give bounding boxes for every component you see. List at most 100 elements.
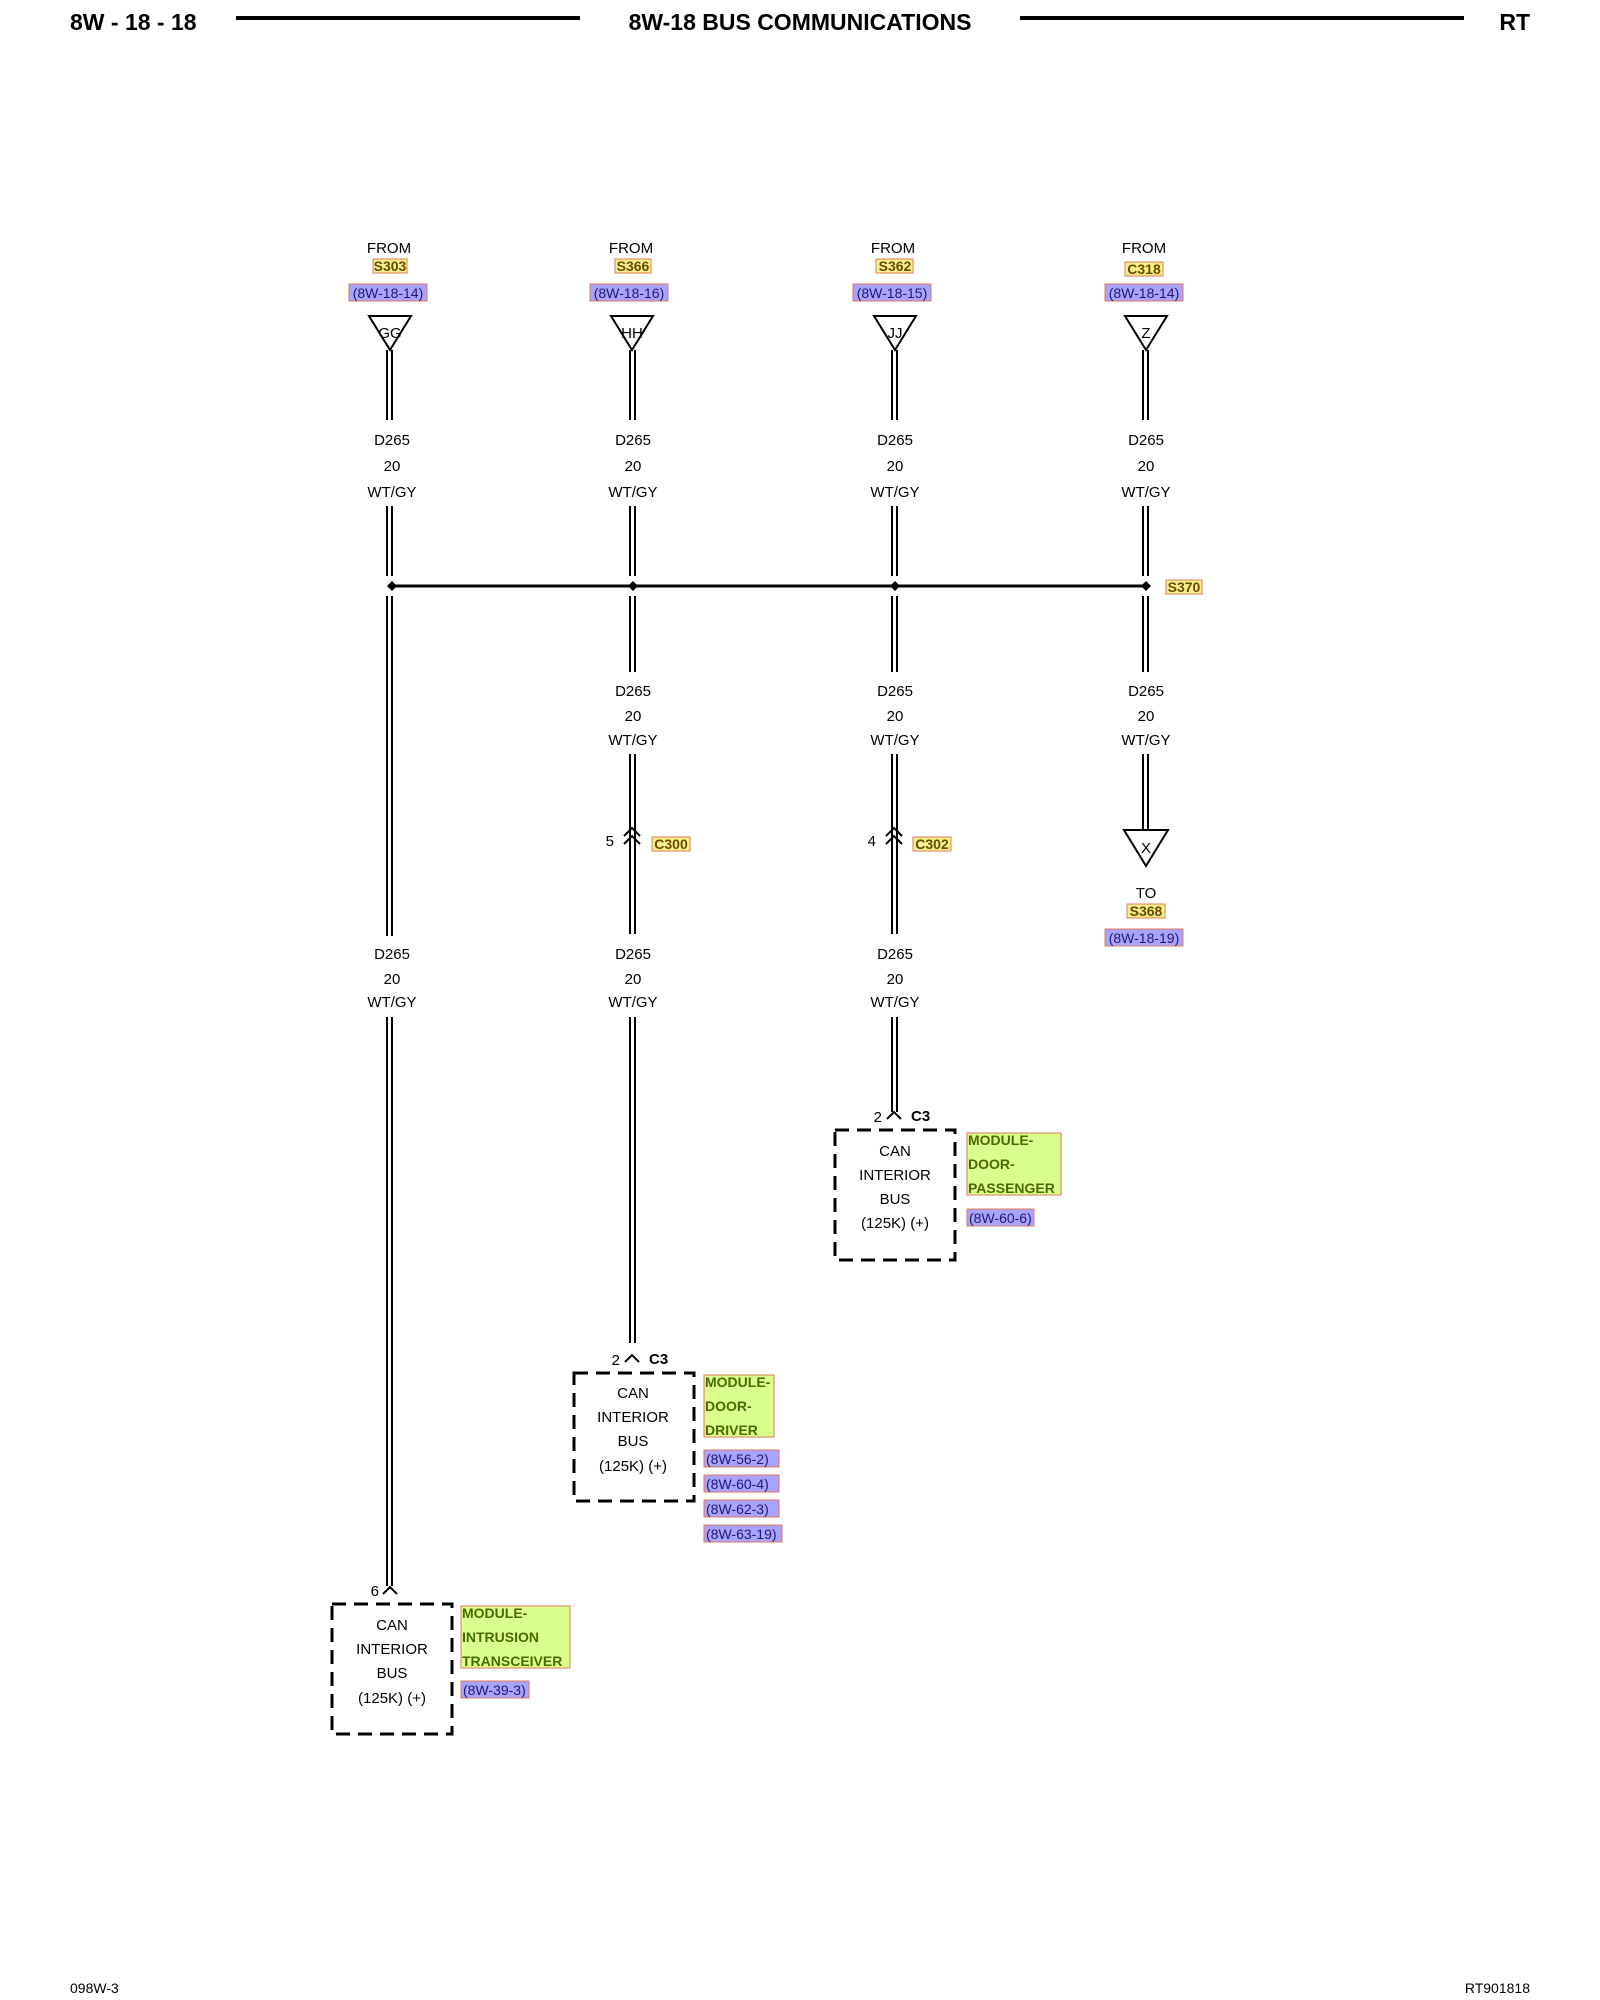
- splice-link-bg: [1165, 579, 1203, 595]
- module-name-line[interactable]: PASSENGER: [968, 1180, 1055, 1196]
- connector-link-bg: [912, 836, 952, 852]
- ref-link-bg: [1104, 283, 1184, 302]
- wire-circuit: D265: [1128, 683, 1164, 700]
- module-box: [833, 1128, 957, 1262]
- ref-link-8w-60-4[interactable]: (8W-60-4): [706, 1476, 769, 1492]
- wire-color: WT/GY: [870, 732, 919, 749]
- wire-circuit: D265: [877, 432, 913, 449]
- wire-color: WT/GY: [608, 484, 657, 501]
- ref-link-bg: [589, 283, 669, 302]
- pin-label: HH: [621, 325, 643, 342]
- page-title: 8W-18 BUS COMMUNICATIONS: [629, 9, 972, 35]
- connector-pin: 5: [606, 833, 614, 850]
- module-name-line[interactable]: DRIVER: [705, 1422, 758, 1438]
- wire-circuit: D265: [615, 946, 651, 963]
- module-name-line[interactable]: INTRUSION: [462, 1629, 539, 1645]
- splice-link-s362[interactable]: S362: [879, 258, 912, 274]
- module-line: INTERIOR: [597, 1409, 669, 1426]
- module-line: (125K) (+): [599, 1458, 667, 1475]
- wire-circuit: D265: [1128, 432, 1164, 449]
- wire-color: WT/GY: [367, 484, 416, 501]
- connector-pin-triangle: [1123, 315, 1169, 352]
- module-link-bg: [703, 1374, 775, 1438]
- connector-pin-triangle: [609, 315, 655, 352]
- lower-wire-label-driver: D265 20 WT/GY: [608, 946, 657, 1011]
- lower-wires: [386, 1017, 898, 1586]
- footer-left: 098W-3: [70, 1980, 119, 1996]
- ref-link-bg: [966, 1208, 1035, 1227]
- ref-link-8w-62-3[interactable]: (8W-62-3): [706, 1501, 769, 1517]
- ref-link-8w-18-16[interactable]: (8W-18-16): [594, 285, 665, 301]
- module-line: INTERIOR: [356, 1641, 428, 1658]
- module-pin: 2: [612, 1352, 620, 1369]
- source-s366: FROM S366 (8W-18-16) HH D265 20 WT/GY: [589, 240, 669, 576]
- wire-circuit: D265: [615, 683, 651, 700]
- splice-link-s368[interactable]: S368: [1130, 903, 1163, 919]
- ref-link-bg: [852, 283, 932, 302]
- splice-link-s303[interactable]: S303: [374, 258, 407, 274]
- lower-wire-label-intrusion: D265 20 WT/GY: [367, 946, 416, 1011]
- wire-gauge: 20: [887, 971, 904, 988]
- connector-link-c300[interactable]: C300: [654, 836, 688, 852]
- splice-link-bg: [372, 258, 408, 274]
- module-line: CAN: [376, 1617, 408, 1634]
- module-name-line[interactable]: TRANSCEIVER: [462, 1653, 562, 1669]
- ref-link-8w-18-15[interactable]: (8W-18-15): [857, 285, 928, 301]
- wire-color: WT/GY: [870, 994, 919, 1011]
- from-label: FROM: [871, 240, 915, 257]
- module-name-line[interactable]: MODULE-: [705, 1374, 771, 1390]
- section-code: RT: [1499, 9, 1530, 35]
- module-line: CAN: [879, 1143, 911, 1160]
- page-footer: 098W-3 RT901818: [70, 1980, 1530, 1996]
- ref-link-8w-39-3[interactable]: (8W-39-3): [463, 1682, 526, 1698]
- connector-link-c302[interactable]: C302: [915, 836, 949, 852]
- wire-circuit: D265: [374, 946, 410, 963]
- ref-link-8w-60-6[interactable]: (8W-60-6): [969, 1210, 1032, 1226]
- pin-label: X: [1141, 840, 1151, 857]
- wire-gauge: 20: [625, 971, 642, 988]
- wire-gauge: 20: [625, 458, 642, 475]
- page-header: 8W - 18 - 18 8W-18 BUS COMMUNICATIONS RT: [70, 9, 1530, 35]
- module-door-driver: 2 C3 CAN INTERIOR BUS (125K) (+) MODULE-…: [572, 1351, 783, 1543]
- splice-node: [1141, 581, 1151, 591]
- module-line: BUS: [618, 1433, 649, 1450]
- module-name-line[interactable]: MODULE-: [968, 1132, 1034, 1148]
- splice-link-bg: [614, 258, 652, 274]
- splice-link-s370[interactable]: S370: [1168, 579, 1201, 595]
- module-name-line[interactable]: MODULE-: [462, 1605, 528, 1621]
- ref-link-8w-18-14[interactable]: (8W-18-14): [1109, 285, 1180, 301]
- ref-link-8w-63-19[interactable]: (8W-63-19): [706, 1526, 777, 1542]
- wire-gauge: 20: [887, 458, 904, 475]
- module-name-line[interactable]: DOOR-: [968, 1156, 1015, 1172]
- module-line: CAN: [617, 1385, 649, 1402]
- connector-pin: 4: [868, 833, 876, 850]
- wire-color: WT/GY: [608, 732, 657, 749]
- wire-color: WT/GY: [608, 994, 657, 1011]
- splice-node: [387, 581, 397, 591]
- module-name-line[interactable]: DOOR-: [705, 1398, 752, 1414]
- wire-color: WT/GY: [1121, 732, 1170, 749]
- module-link-bg: [460, 1605, 571, 1669]
- source-c318: FROM C318 (8W-18-14) Z D265 20 WT/GY: [1104, 240, 1184, 576]
- splice-node: [628, 581, 638, 591]
- splice-s370: S370: [387, 579, 1203, 595]
- connector-arrow: [885, 826, 903, 837]
- ref-link-8w-56-2[interactable]: (8W-56-2): [706, 1451, 769, 1467]
- pin-arrow: [382, 1585, 398, 1595]
- footer-right: RT901818: [1465, 1980, 1530, 1996]
- module-line: (125K) (+): [358, 1690, 426, 1707]
- splice-link-s366[interactable]: S366: [617, 258, 650, 274]
- lower-wire-label-passenger: D265 20 WT/GY: [870, 946, 919, 1011]
- pin-arrow: [886, 1110, 902, 1120]
- splice-link-c318[interactable]: C318: [1127, 261, 1161, 277]
- ref-link-8w-18-14[interactable]: (8W-18-14): [353, 285, 424, 301]
- ref-link-bg: [703, 1449, 780, 1468]
- wire-gauge: 20: [1138, 458, 1155, 475]
- connector-pin-triangle: [367, 315, 413, 352]
- wire-gauge: 20: [1138, 708, 1155, 725]
- module-line: (125K) (+): [861, 1215, 929, 1232]
- branch-s362-label: D265 20 WT/GY: [870, 683, 919, 749]
- wire-color: WT/GY: [870, 484, 919, 501]
- ref-link-8w-18-19[interactable]: (8W-18-19): [1109, 930, 1180, 946]
